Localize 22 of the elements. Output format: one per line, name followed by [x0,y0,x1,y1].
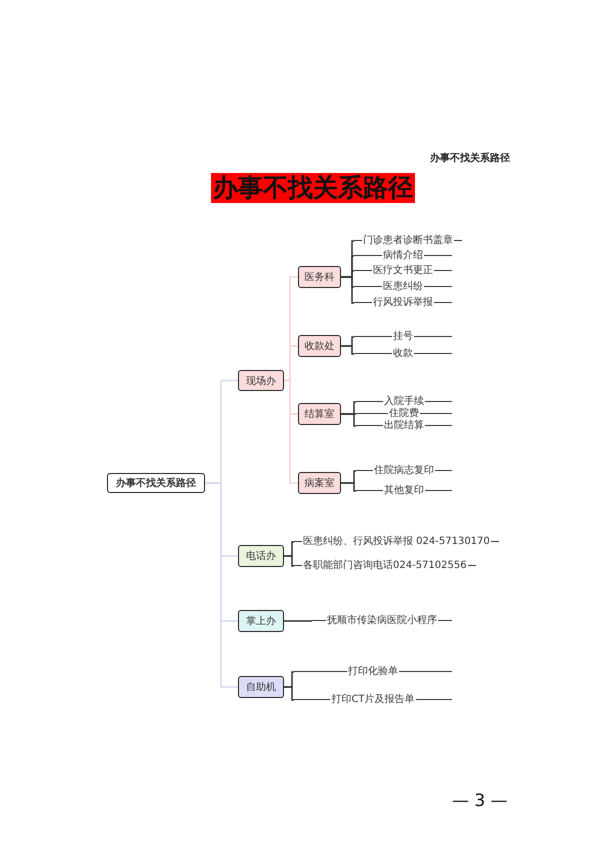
connector-line [341,276,354,304]
qr-caption: 办事不找关系路径 [429,152,511,165]
topic-box: 现场办 [238,370,284,391]
connector-line [284,686,294,701]
topic-box: 结算室 [298,403,341,425]
connector-line [341,345,354,355]
topic-box: 收款处 [298,335,341,357]
subtopic-label: 门诊患者诊断书盖章 [354,234,462,248]
subtopic-label: 其他复印 [356,484,452,498]
diagram-title: 办事不找关系路径 [211,173,415,203]
topic-box: 电话办 [238,545,284,567]
topic-box: 掌上办 [238,610,284,632]
topic-box: 自助机 [238,676,284,698]
topic-box: 病案室 [298,472,341,494]
topic-box: 医务科 [298,266,341,288]
root-topic-box: 办事不找关系路径 [107,473,205,493]
connector-line [284,620,312,622]
connector-line [284,555,294,567]
connector-line [341,482,356,492]
connector-line [341,413,356,427]
page-number: — 3 — [452,791,508,811]
connector-line [284,380,298,484]
